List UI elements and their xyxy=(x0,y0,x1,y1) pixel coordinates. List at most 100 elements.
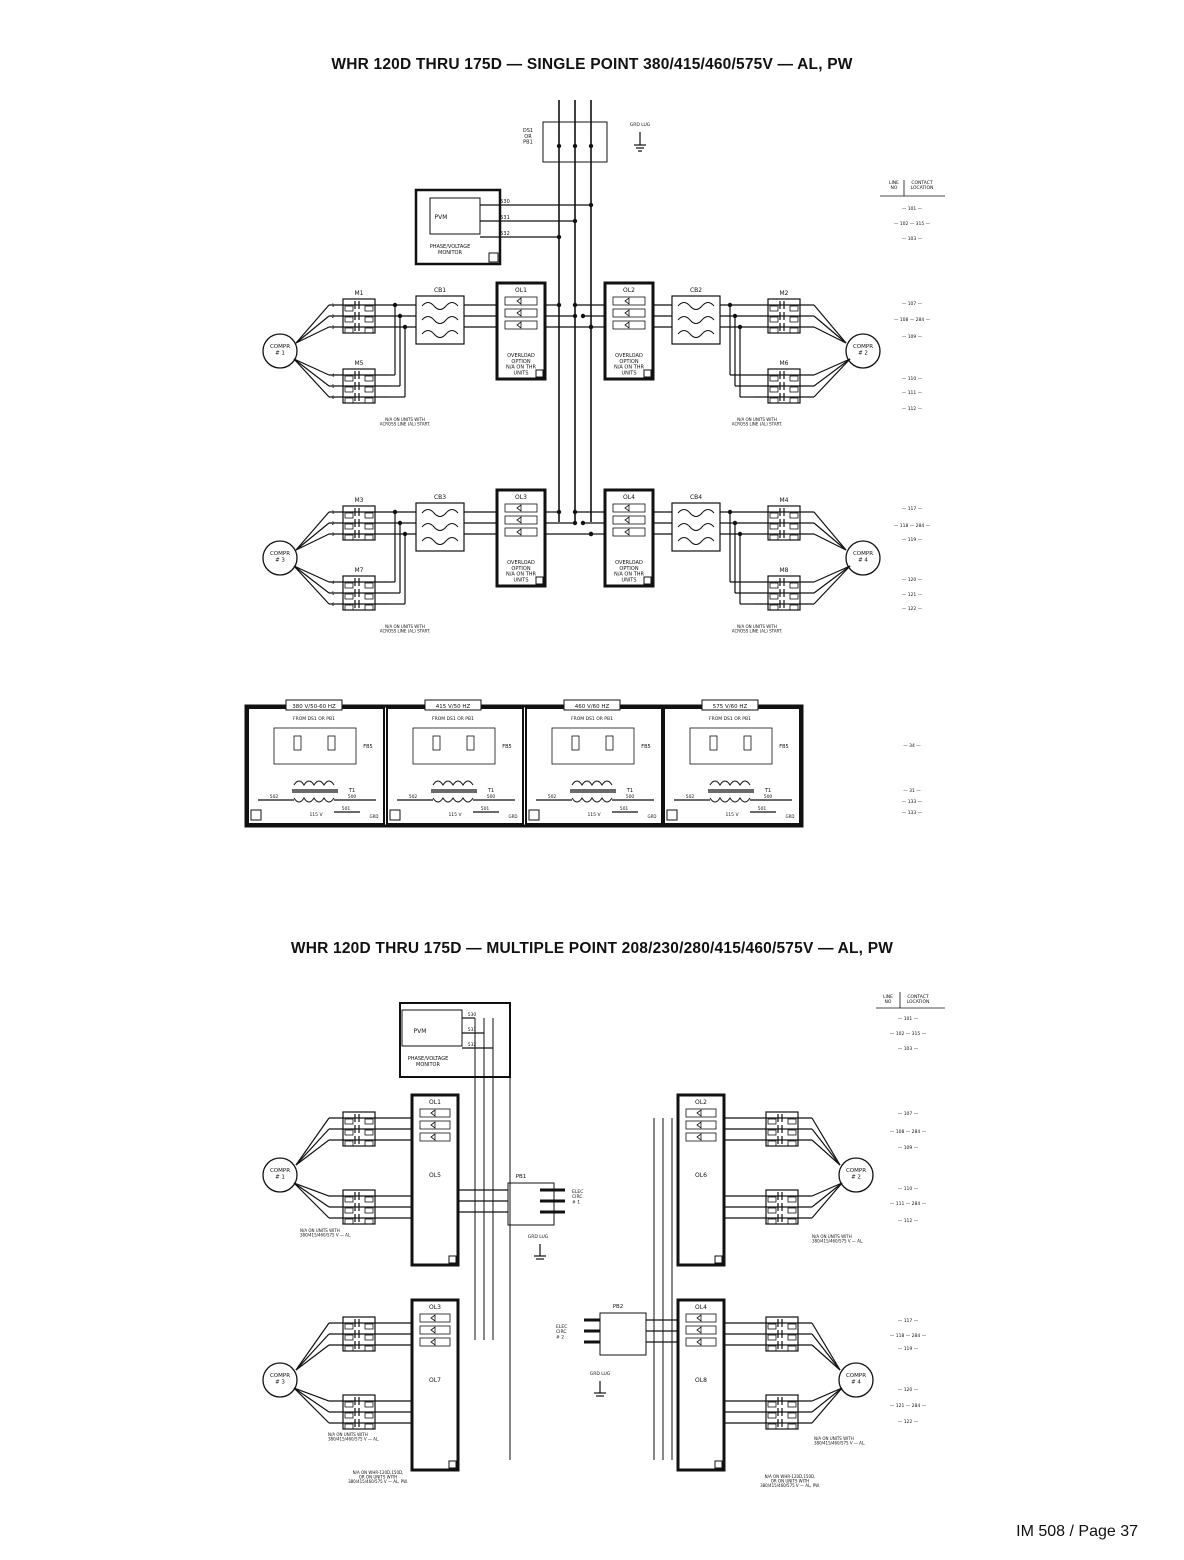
overload-heater xyxy=(612,308,646,318)
compressor-label: COMPR# 1 xyxy=(270,1168,290,1180)
junction-dot xyxy=(580,520,586,526)
compressor-label: COMPR# 4 xyxy=(853,551,873,563)
line-number: — 121 — xyxy=(902,592,923,598)
wire-number: 6 xyxy=(332,602,335,608)
t1-label: T1 xyxy=(348,788,355,794)
line-number: — 111 — xyxy=(902,390,923,396)
power-block-pb1 xyxy=(507,1182,555,1226)
wire-number: 500 xyxy=(348,794,357,800)
transformer-coil xyxy=(293,780,335,786)
overload-arrow xyxy=(696,1338,702,1346)
terminal-box xyxy=(787,1196,797,1203)
compressor-motor xyxy=(845,540,881,576)
wire-number: 502 xyxy=(686,794,695,800)
line-number: — 120 — xyxy=(902,577,923,583)
compressor-motor xyxy=(262,1362,298,1398)
overload-heater xyxy=(419,1325,451,1335)
wire-number: 501 xyxy=(758,806,767,812)
terminal-box xyxy=(787,1345,797,1352)
compressor-label: COMPR# 3 xyxy=(270,1373,290,1385)
contactor-label: M7 xyxy=(355,567,364,574)
terminal-box xyxy=(767,1140,777,1147)
line-number: — 102 — 315 — xyxy=(890,1031,927,1037)
wire xyxy=(293,1182,330,1208)
wire xyxy=(811,1387,843,1413)
wire xyxy=(295,533,330,551)
junction-dot xyxy=(572,218,578,224)
terminal-box xyxy=(769,327,779,334)
overload-label: OL1 xyxy=(429,1099,441,1106)
terminal-box xyxy=(787,1129,797,1136)
terminal-box xyxy=(767,1207,777,1214)
line-number: — 112 — xyxy=(902,406,923,412)
line-number: — 107 — xyxy=(902,301,923,307)
voltage-header: 460 V/60 HZ xyxy=(575,704,610,710)
pvm-label: PVM xyxy=(435,214,448,221)
terminal-box xyxy=(787,1207,797,1214)
overload-option xyxy=(495,281,547,381)
terminal-box xyxy=(789,305,799,312)
overload-heater xyxy=(504,527,538,537)
power-block-pb2 xyxy=(599,1312,647,1356)
terminal-box xyxy=(364,1218,374,1225)
wire-number: 2 xyxy=(332,314,335,320)
transformer-panel xyxy=(247,707,385,825)
transformer-panel xyxy=(525,707,663,825)
fuse xyxy=(432,735,441,751)
overload-option xyxy=(603,281,655,381)
terminal-box xyxy=(364,1118,374,1125)
compressor-label: COMPR# 3 xyxy=(270,551,290,563)
contactor-label: M8 xyxy=(780,567,789,574)
junction-dot xyxy=(732,520,738,526)
contactor-label: M1 xyxy=(355,290,364,297)
wire xyxy=(295,1322,330,1371)
line-number: — 110 — xyxy=(898,1186,919,1192)
terminal-box xyxy=(767,1129,777,1136)
junction-dot xyxy=(588,202,594,208)
wire xyxy=(293,1182,330,1219)
overload-arrow xyxy=(430,1109,436,1117)
wire xyxy=(811,1387,843,1424)
corner-mark xyxy=(528,809,540,821)
fb5-label: FB5 xyxy=(641,744,651,750)
overload-label: OL7 xyxy=(429,1377,441,1384)
wire xyxy=(811,1117,841,1166)
terminal-box xyxy=(789,582,799,589)
line-number: — 118 — 284 — xyxy=(890,1333,927,1339)
pvm-wire-number: 532 xyxy=(500,231,510,237)
wire xyxy=(295,1333,330,1371)
terminal-box xyxy=(789,375,799,382)
terminal-box xyxy=(789,523,799,530)
wire-number: 502 xyxy=(270,794,279,800)
overload-arrow xyxy=(696,1121,702,1129)
terminal-box xyxy=(364,523,374,530)
overload-arrow xyxy=(430,1338,436,1346)
terminal-box xyxy=(364,593,374,600)
wire xyxy=(813,358,851,387)
compressor-label: COMPR# 2 xyxy=(846,1168,866,1180)
terminal-box xyxy=(767,1401,777,1408)
fuse xyxy=(327,735,336,751)
voltage-header-box xyxy=(424,699,482,711)
wire xyxy=(813,315,847,344)
terminal-box xyxy=(769,386,779,393)
secondary-volt: 115 V xyxy=(587,812,601,818)
pvm-wire-number: 531 xyxy=(500,215,510,221)
overload-option xyxy=(603,488,655,588)
terminal-box xyxy=(344,1334,354,1341)
fuse xyxy=(709,735,718,751)
overload-label: OL3 xyxy=(429,1304,441,1311)
wire xyxy=(811,1182,843,1219)
breaker-pole xyxy=(421,509,459,517)
wire xyxy=(293,565,330,583)
terminal-box xyxy=(769,523,779,530)
junction-dot xyxy=(727,509,733,515)
transformer-panel xyxy=(663,707,801,825)
